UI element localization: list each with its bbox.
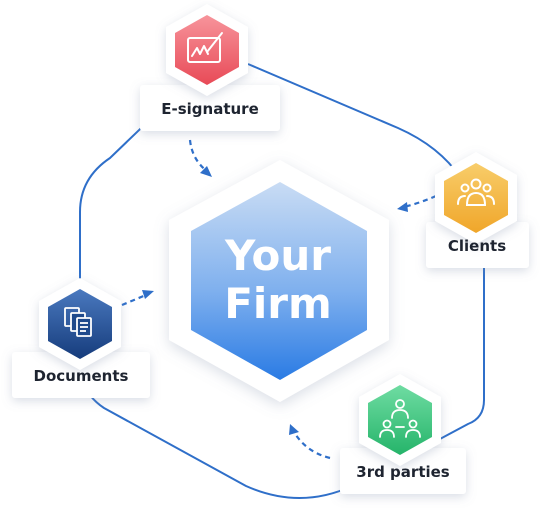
clients-hex	[444, 163, 508, 233]
core-title-line1: Your	[224, 231, 331, 280]
esignature-card	[140, 85, 280, 131]
core-hexagon	[191, 182, 367, 380]
esignature-label: E-signature	[161, 100, 259, 118]
documents-label: Documents	[34, 367, 129, 385]
core-title-line2: Firm	[224, 279, 332, 328]
node-documents[interactable]: Documents	[12, 278, 150, 398]
arrow-clients	[397, 194, 437, 212]
node-esignature[interactable]: E-signature	[140, 4, 280, 131]
documents-stack-icon	[64, 307, 92, 337]
documents-card	[12, 352, 150, 398]
arrow-documents	[121, 290, 154, 307]
clients-card	[426, 222, 529, 268]
arrow-third-parties	[289, 424, 331, 460]
people-exchange-icon	[379, 399, 421, 438]
third-parties-label: 3rd parties	[356, 463, 450, 481]
arrow-esignature	[188, 139, 212, 177]
node-third-parties[interactable]: 3rd parties	[340, 374, 466, 494]
third-parties-card	[340, 448, 466, 494]
group-people-icon	[457, 178, 495, 206]
signature-chart-icon	[187, 32, 223, 63]
clients-label: Clients	[448, 237, 506, 255]
third-parties-hex	[368, 385, 432, 455]
node-clients[interactable]: Clients	[426, 152, 529, 268]
